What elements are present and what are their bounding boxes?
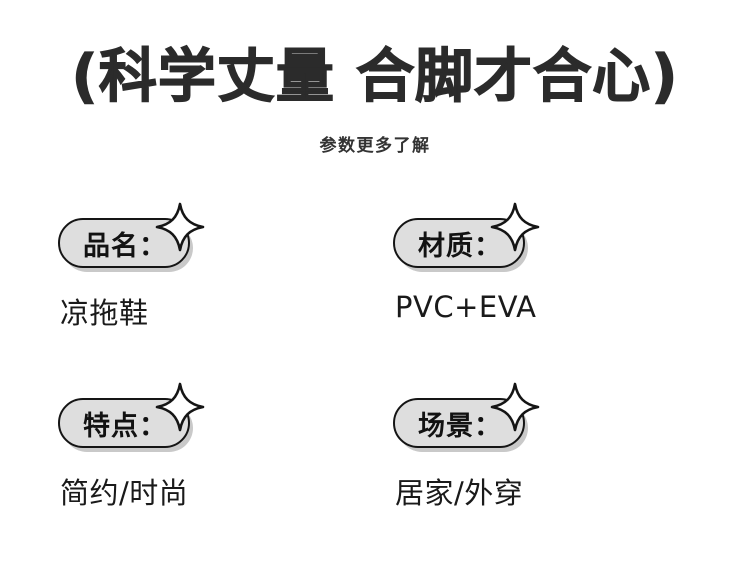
spec-label-wrap: 场景： <box>393 382 540 448</box>
spec-item-pinming: 品名： 凉拖鞋 <box>58 202 393 398</box>
page-subtitle: 参数更多了解 <box>319 135 431 156</box>
spec-label-wrap: 材质： <box>393 202 540 268</box>
spec-label-pill: 特点： <box>58 398 190 448</box>
page-title: (科学丈量 合脚才合心) <box>71 42 679 110</box>
spec-label-pill: 品名： <box>58 218 190 268</box>
spec-label-wrap: 品名： <box>58 202 205 268</box>
spec-label-wrap: 特点： <box>58 382 205 448</box>
spec-item-changjing: 场景： 居家/外穿 <box>393 382 728 578</box>
page-header: (科学丈量 合脚才合心) 参数更多了解 <box>0 0 750 156</box>
spec-value: PVC+EVA <box>395 290 537 324</box>
spec-label-pill: 场景： <box>393 398 525 448</box>
spec-label-pill: 材质： <box>393 218 525 268</box>
spec-item-caizhi: 材质： PVC+EVA <box>393 202 728 398</box>
spec-value: 凉拖鞋 <box>60 296 149 330</box>
product-spec-page: (科学丈量 合脚才合心) 参数更多了解 品名： 凉拖鞋 材质： <box>0 0 750 510</box>
spec-value: 居家/外穿 <box>395 476 524 510</box>
spec-grid: 品名： 凉拖鞋 材质： PVC+EVA <box>0 202 750 578</box>
spec-value: 简约/时尚 <box>60 476 189 510</box>
spec-item-tedian: 特点： 简约/时尚 <box>58 382 393 578</box>
